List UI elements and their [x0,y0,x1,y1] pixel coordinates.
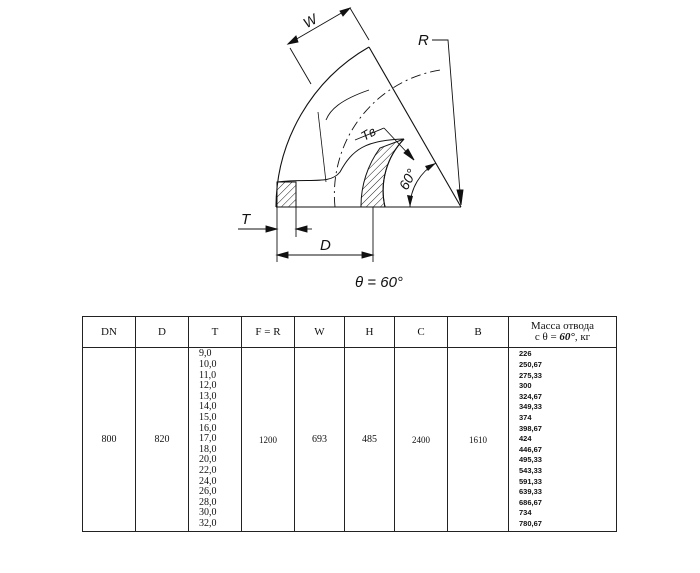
centerline-arc [333,69,441,208]
table-header-row: DN D T F = R W H C B Масса отвода с θ = … [82,316,617,348]
header-mass: Масса отвода с θ = 60°, кг [508,316,617,348]
thickness-value: 12,0 [199,380,217,392]
thickness-value: 16,0 [199,422,217,434]
mass-value: 734 [519,508,532,518]
label-t: T [241,211,252,228]
dimension-d [275,207,375,262]
mass-value: 543,33 [519,465,542,475]
header-h: H [344,316,395,348]
thickness-value: 14,0 [199,401,217,413]
header-c: C [394,316,448,348]
elbow-drawing: W R Tв 60° T D θ = 60° [238,7,464,291]
label-r: R [418,32,429,49]
mass-value: 686,67 [519,497,542,507]
wall-section-inner [360,138,405,208]
thickness-value: 28,0 [199,496,217,508]
cell-dn: 800 [82,347,136,532]
header-b: B [447,316,509,348]
cell-fr: 1200 [241,347,295,532]
label-angle: 60° [396,166,420,193]
thickness-value: 18,0 [199,443,217,455]
mass-value: 250,67 [519,360,542,370]
header-dn: DN [82,316,136,348]
header-w: W [294,316,345,348]
thickness-value: 26,0 [199,486,217,498]
header-fr: F = R [241,316,295,348]
thickness-value: 32,0 [199,517,217,529]
mass-value: 591,33 [519,476,542,486]
thickness-value: 30,0 [199,507,217,519]
label-d: D [320,237,331,254]
header-mass-line2: с θ = 60°, кг [534,331,591,343]
label-theta: θ = 60° [355,274,403,291]
dimension-w [286,7,370,85]
dimension-r [432,39,464,206]
angle-arrow-bottom [407,195,413,207]
label-tb: Tв [358,123,378,143]
mass-value: 349,33 [519,402,542,412]
mass-value: 300 [519,381,532,391]
cut-line-mid [317,111,327,183]
mass-value: 226 [519,349,532,359]
thickness-value: 10,0 [199,359,217,371]
mass-value: 424 [519,434,532,444]
mass-value: 446,67 [519,444,542,454]
label-w: W [300,10,321,31]
thickness-value: 9,0 [199,348,212,360]
thickness-value: 24,0 [199,475,217,487]
cell-b: 1610 [447,347,509,532]
mass-value: 275,33 [519,370,542,380]
thickness-value: 17,0 [199,433,217,445]
cut-contour [276,138,405,183]
header-t: T [188,316,242,348]
header-d: D [135,316,189,348]
cell-h: 485 [344,347,395,532]
wall-section-outer [276,181,297,208]
mass-value: 780,67 [519,518,542,528]
mass-value: 398,67 [519,423,542,433]
thickness-value: 22,0 [199,464,217,476]
mass-value: 639,33 [519,487,542,497]
mass-value: 374 [519,413,532,423]
spec-table: DN D T F = R W H C B Масса отвода с θ = … [82,316,617,532]
thickness-value: 11,0 [199,369,217,381]
angle-arc [409,162,437,208]
thickness-value: 13,0 [199,390,217,402]
header-mass-line1: Масса отвода [530,320,595,332]
mass-value: 324,67 [519,391,542,401]
mass-value: 495,33 [519,455,542,465]
cell-c: 2400 [394,347,448,532]
thickness-value: 15,0 [199,412,217,424]
dimension-t [238,207,312,262]
thickness-value: 20,0 [199,454,217,466]
cut-contour-2 [325,89,370,121]
angle-arrow-top [425,163,436,171]
dimension-tb [354,127,415,161]
cell-d: 820 [135,347,189,532]
cell-w: 693 [294,347,345,532]
